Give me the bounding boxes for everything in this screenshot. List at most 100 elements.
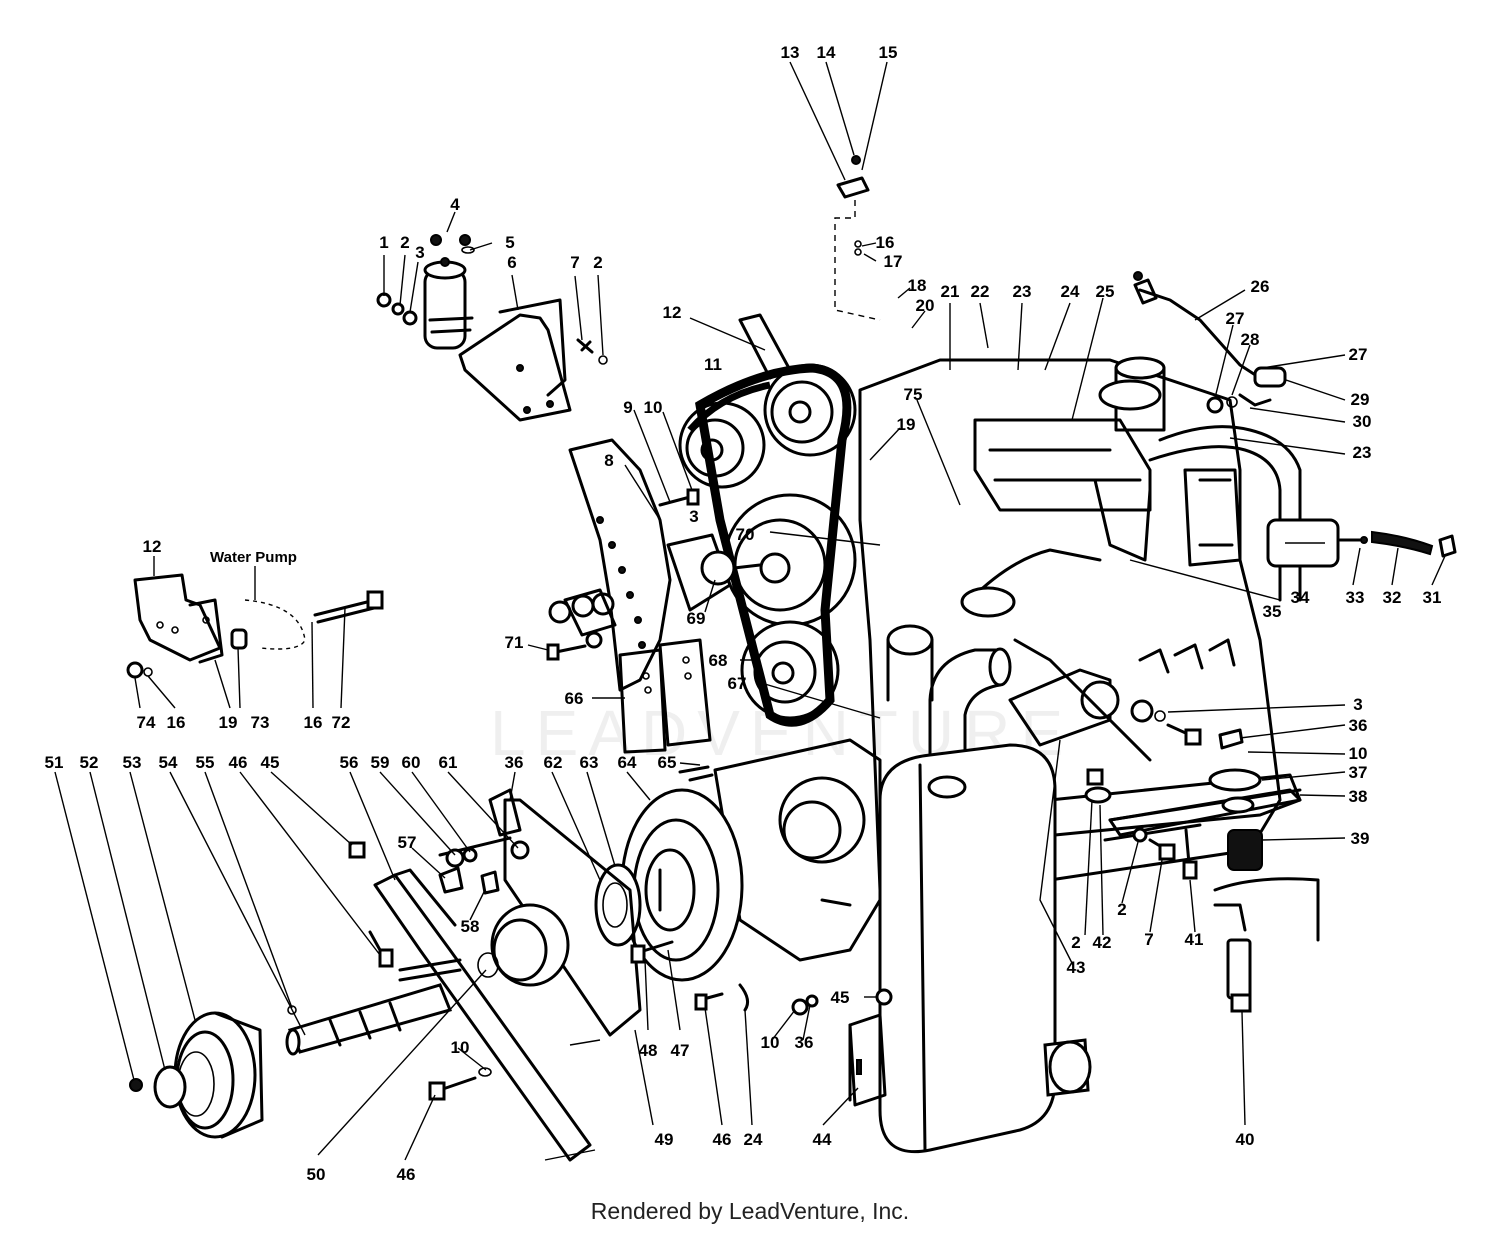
fuel-line-assembly xyxy=(1133,271,1457,602)
callout-number: 61 xyxy=(439,753,458,772)
callout-number: 67 xyxy=(728,674,747,693)
callout-number: 3 xyxy=(415,243,424,262)
callout-number: 70 xyxy=(736,525,755,544)
callout-number: 60 xyxy=(402,753,421,772)
callout-number: 65 xyxy=(658,753,677,772)
callout-number: 46 xyxy=(713,1130,732,1149)
callout-number: 51 xyxy=(45,753,64,772)
callout-number: 35 xyxy=(1263,602,1282,621)
mounting-plates xyxy=(546,588,712,754)
callout-number: 11 xyxy=(704,355,722,374)
pto-drive-assembly xyxy=(129,788,819,1162)
callout-number: 40 xyxy=(1236,1130,1255,1149)
callout-number: 6 xyxy=(507,253,516,272)
callout-number: 53 xyxy=(123,753,142,772)
callout-number: 12 xyxy=(663,303,682,322)
callout-number: 28 xyxy=(1241,330,1260,349)
credit-text: Rendered by LeadVenture, Inc. xyxy=(590,1198,910,1224)
callout-number: 29 xyxy=(1351,390,1370,409)
callout-number: 10 xyxy=(644,398,663,417)
callout-number: 26 xyxy=(1251,277,1270,296)
callout-number: 54 xyxy=(159,753,178,772)
callout-number: 9 xyxy=(623,398,632,417)
callout-number: 27 xyxy=(1349,345,1368,364)
top-bracket xyxy=(834,155,881,321)
callout-number: 56 xyxy=(340,753,359,772)
callout-number: 17 xyxy=(884,252,903,271)
callout-number: 7 xyxy=(570,253,579,272)
callout-number: 36 xyxy=(795,1033,814,1052)
callout-number: 19 xyxy=(897,415,916,434)
callout-number: 24 xyxy=(744,1130,763,1149)
callout-number: 52 xyxy=(80,753,99,772)
callout-number: 1 xyxy=(379,233,388,252)
callout-number: 2 xyxy=(1117,900,1126,919)
callout-number: 46 xyxy=(397,1165,416,1184)
callout-number: 63 xyxy=(580,753,599,772)
leader-lines xyxy=(54,61,1446,1161)
callout-number: 48 xyxy=(639,1041,658,1060)
callout-number: 2 xyxy=(400,233,409,252)
exhaust-muffler xyxy=(848,548,1102,1154)
callout-number: 14 xyxy=(817,43,836,62)
callout-number: 5 xyxy=(505,233,514,252)
callout-number: 59 xyxy=(371,753,390,772)
callout-number: 41 xyxy=(1185,930,1204,949)
callout-number: 50 xyxy=(307,1165,326,1184)
callout-number: 66 xyxy=(565,689,584,708)
callout-number: 24 xyxy=(1061,282,1080,301)
callout-number: 58 xyxy=(461,917,480,936)
callout-number: 21 xyxy=(941,282,960,301)
callout-number: 69 xyxy=(687,609,706,628)
callout-number: 74 xyxy=(137,713,156,732)
callout-number: 23 xyxy=(1013,282,1032,301)
pulley-and-belt-drive xyxy=(678,313,857,727)
callout-number: 8 xyxy=(604,451,613,470)
callout-number: 31 xyxy=(1423,588,1442,607)
callout-number: 57 xyxy=(398,833,417,852)
callout-number: 44 xyxy=(813,1130,832,1149)
callout-number: 16 xyxy=(167,713,186,732)
starter-and-hardware xyxy=(1008,638,1320,1013)
callout-number: 22 xyxy=(971,282,990,301)
callout-number: 20 xyxy=(916,296,935,315)
callout-number: 32 xyxy=(1383,588,1402,607)
callout-number: 73 xyxy=(251,713,270,732)
water-pump-label: Water Pump xyxy=(210,549,297,566)
callout-number: 23 xyxy=(1353,443,1372,462)
flywheel-housing-clutch xyxy=(594,738,882,982)
callout-number: 39 xyxy=(1351,829,1370,848)
callout-number: 46 xyxy=(229,753,248,772)
callout-number: 27 xyxy=(1226,309,1245,328)
callout-number: 49 xyxy=(655,1130,674,1149)
callout-number: 62 xyxy=(544,753,563,772)
callout-number: 47 xyxy=(671,1041,690,1060)
callout-number: 37 xyxy=(1349,763,1368,782)
callout-number: 36 xyxy=(1349,716,1368,735)
callout-number: 55 xyxy=(196,753,215,772)
callout-number: 15 xyxy=(879,43,898,62)
callout-number: 2 xyxy=(1071,933,1080,952)
callout-number: 33 xyxy=(1346,588,1365,607)
callout-number: 2 xyxy=(593,253,602,272)
callout-number: 10 xyxy=(1349,744,1368,763)
callout-number: 13 xyxy=(781,43,800,62)
callout-number: 10 xyxy=(761,1033,780,1052)
callout-number: 72 xyxy=(332,713,351,732)
fan-blade xyxy=(568,438,762,692)
callout-number: 38 xyxy=(1349,787,1368,806)
callout-number: 36 xyxy=(505,753,524,772)
callout-number: 42 xyxy=(1093,933,1112,952)
callout-number: 3 xyxy=(689,507,698,526)
callout-number: 3 xyxy=(1353,695,1362,714)
callout-number: 12 xyxy=(143,537,162,556)
callout-number: 75 xyxy=(904,385,923,404)
ignition-coil-assembly xyxy=(376,234,608,422)
callout-number: 16 xyxy=(876,233,895,252)
callout-number: 43 xyxy=(1067,958,1086,977)
callout-number: 10 xyxy=(451,1038,470,1057)
callout-number: 7 xyxy=(1144,930,1153,949)
callout-number: 64 xyxy=(618,753,637,772)
